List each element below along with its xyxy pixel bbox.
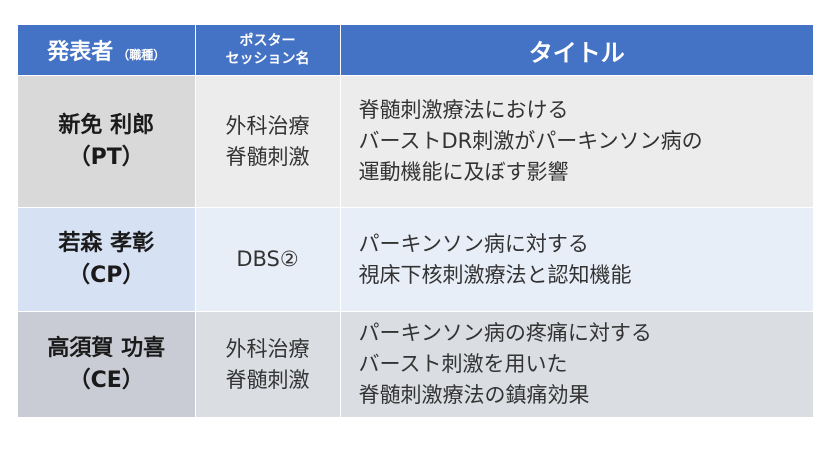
header-presenter: 発表者（職種）: [18, 25, 196, 76]
header-presenter-label: 発表者: [47, 40, 114, 65]
presenter-role: （PT）: [68, 144, 144, 170]
presenter-cell: 若森 孝彰 （CP）: [18, 207, 196, 312]
presenter-role: （CP）: [68, 262, 145, 288]
title-line: パーキンソン病に対する: [358, 231, 589, 256]
session-cell: 外科治療 脊髄刺激: [195, 75, 341, 208]
title-line: 脊髄刺激療法の鎮痛効果: [358, 383, 590, 407]
title-line: バースト刺激を用いた: [358, 352, 568, 376]
presenter-cell: 高須賀 功喜 （CE）: [18, 311, 196, 417]
title-cell: 脊髄刺激療法における バーストDR刺激がパーキンソン病の 運動機能に及ぼす影響: [340, 75, 813, 208]
header-title: タイトル: [340, 25, 813, 76]
presenter-table: 発表者（職種） ポスター セッション名 タイトル 新免 利郎 （PT） 外科治療: [18, 25, 813, 417]
session-line: 外科治療: [225, 113, 310, 138]
title-line: 運動機能に及ぼす影響: [358, 160, 569, 184]
table-row: 高須賀 功喜 （CE） 外科治療 脊髄刺激 パーキンソン病の疼痛に対する バース…: [18, 311, 813, 417]
presenter-cell: 新免 利郎 （PT）: [18, 75, 196, 208]
header-session-line1: ポスター: [239, 33, 296, 49]
presenter-role: （CE）: [68, 367, 144, 393]
header-title-label: タイトル: [528, 38, 625, 67]
session-line: DBS②: [236, 247, 299, 271]
table-header-row: 発表者（職種） ポスター セッション名 タイトル: [18, 25, 813, 76]
title-line: バーストDR刺激がパーキンソン病の: [358, 129, 703, 153]
session-cell: DBS②: [195, 207, 341, 312]
title-line: パーキンソン病の疼痛に対する: [358, 321, 652, 345]
session-line: 脊髄刺激: [225, 144, 310, 169]
title-line: 脊髄刺激療法における: [358, 98, 569, 122]
header-session-line2: セッション名: [225, 51, 310, 67]
title-cell: パーキンソン病の疼痛に対する バースト刺激を用いた 脊髄刺激療法の鎮痛効果: [340, 311, 813, 417]
header-presenter-note: （職種）: [117, 48, 166, 62]
header-session: ポスター セッション名: [195, 25, 341, 76]
presenter-name: 新免 利郎: [58, 112, 155, 138]
session-line: 脊髄刺激: [225, 367, 310, 392]
presenter-table-container: 発表者（職種） ポスター セッション名 タイトル 新免 利郎 （PT） 外科治療: [18, 25, 813, 417]
presenter-name: 高須賀 功喜: [47, 335, 166, 361]
title-line: 視床下核刺激療法と認知機能: [358, 262, 632, 287]
table-row: 新免 利郎 （PT） 外科治療 脊髄刺激 脊髄刺激療法における バーストDR刺激…: [18, 75, 813, 208]
title-cell: パーキンソン病に対する 視床下核刺激療法と認知機能: [340, 207, 813, 312]
session-cell: 外科治療 脊髄刺激: [195, 311, 341, 417]
table-row: 若森 孝彰 （CP） DBS② パーキンソン病に対する 視床下核刺激療法と認知機…: [18, 207, 813, 312]
presenter-name: 若森 孝彰: [58, 230, 155, 256]
session-line: 外科治療: [225, 336, 310, 361]
